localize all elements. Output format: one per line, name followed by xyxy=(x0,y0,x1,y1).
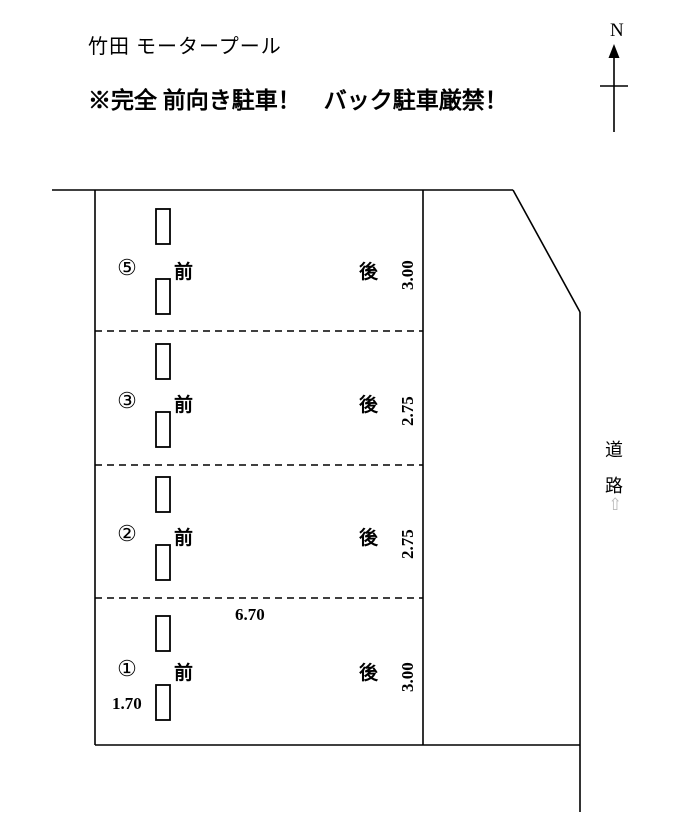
stall-front-label-5: 前 xyxy=(174,262,194,283)
stall-front-label-1: 前 xyxy=(174,663,194,684)
road-label: 道 路 xyxy=(605,432,623,504)
stall-rear-label-2: 後 xyxy=(359,528,379,549)
depth-dimension-label: 6.70 xyxy=(235,605,265,624)
wheel-stop xyxy=(155,476,171,513)
road-char-2: 路 xyxy=(605,476,623,496)
parking-notice: ※完全 前向き駐車！ バック駐車厳禁！ xyxy=(88,88,508,113)
wheel-stop xyxy=(155,684,171,721)
road-char-1: 道 xyxy=(605,440,623,460)
north-arrow-icon xyxy=(600,44,628,132)
page-title: 竹田 モータープール xyxy=(88,36,282,58)
stall-rear-label-5: 後 xyxy=(359,262,379,283)
wheel-stop xyxy=(155,278,171,315)
wheel-stop xyxy=(155,343,171,380)
stall-number-1[interactable]: ① xyxy=(117,656,137,681)
road-direction-arrow-icon: ⇧ xyxy=(608,495,623,514)
stall-width-3: 2.75 xyxy=(398,396,417,426)
stall-width-2: 2.75 xyxy=(398,529,417,559)
stall-rear-label-3: 後 xyxy=(359,395,379,416)
stall-width-5: 3.00 xyxy=(398,260,417,290)
stall-rear-label-1: 後 xyxy=(359,663,379,684)
stall-number-2[interactable]: ② xyxy=(117,521,137,546)
stall-number-3[interactable]: ③ xyxy=(117,388,137,413)
compass-north-label: N xyxy=(610,20,624,41)
wheel-stop xyxy=(155,615,171,652)
stall-front-label-2: 前 xyxy=(174,528,194,549)
chamfer-diagonal-line xyxy=(512,189,581,313)
wheel-stop xyxy=(155,208,171,245)
offset-dimension-label: 1.70 xyxy=(112,694,142,713)
stall-front-label-3: 前 xyxy=(174,395,194,416)
stall-width-1: 3.00 xyxy=(398,662,417,692)
wheel-stop xyxy=(155,544,171,581)
wheel-stop xyxy=(155,411,171,448)
stall-number-5[interactable]: ⑤ xyxy=(117,255,137,280)
